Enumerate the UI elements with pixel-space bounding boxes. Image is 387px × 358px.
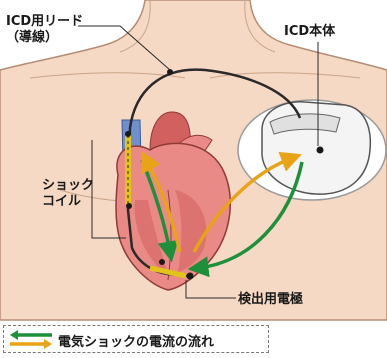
lead-label-line2: （導線） bbox=[6, 30, 83, 46]
legend-orange-arrowhead bbox=[44, 339, 52, 349]
lead-node bbox=[125, 131, 131, 137]
legend: 電気ショックの電流の流れ bbox=[3, 325, 269, 353]
legend-green-arrowhead bbox=[10, 330, 18, 340]
device-label: ICD本体 bbox=[284, 24, 335, 40]
icd-electrode-dot bbox=[317, 147, 324, 154]
sensing-electrode-label: 検出用電極 bbox=[238, 292, 303, 308]
lead-node bbox=[126, 203, 132, 209]
coil-label: ショック コイル bbox=[42, 178, 94, 210]
lead-label-line1: ICD用リード bbox=[6, 14, 83, 30]
lead-label: ICD用リード （導線） bbox=[6, 14, 83, 46]
legend-text: 電気ショックの電流の流れ bbox=[58, 331, 214, 350]
coil-label-line1: ショック bbox=[42, 178, 94, 194]
sensing-electrode-tip bbox=[187, 273, 194, 280]
coil-label-line2: コイル bbox=[42, 194, 94, 210]
icd-device bbox=[238, 100, 386, 200]
legend-arrows-icon bbox=[8, 328, 54, 350]
lead-node bbox=[159, 259, 165, 265]
